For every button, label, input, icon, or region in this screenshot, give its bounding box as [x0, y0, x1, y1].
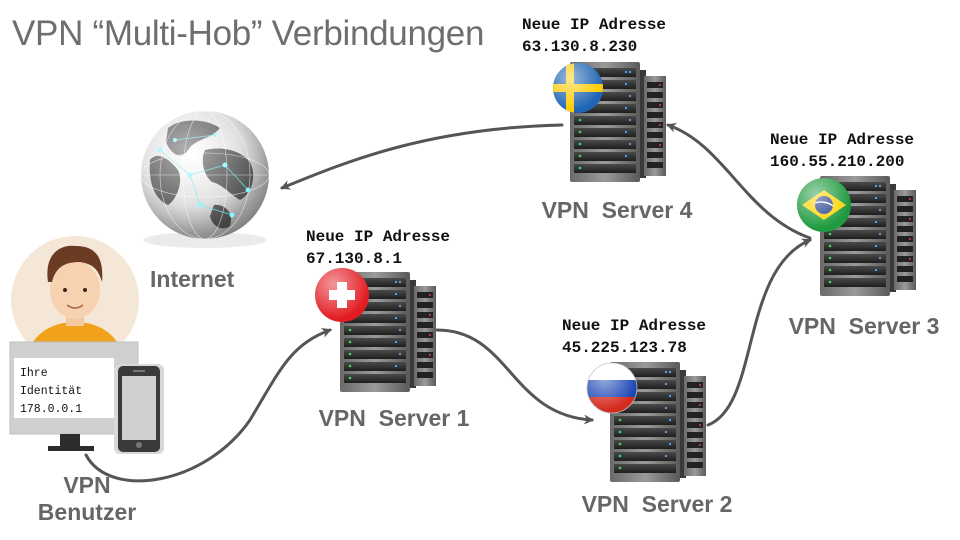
server-2-name: VPN Server 2 [581, 491, 733, 517]
server-2-ip-label: Neue IP Adresse [562, 317, 707, 335]
user-identity-text: Ihre Identität 178.0.0.1 [20, 365, 82, 419]
server-4-name: VPN Server 4 [541, 197, 693, 223]
flag-switzerland-icon [315, 268, 369, 322]
server-4-ip: 63.130.8.230 [522, 38, 638, 56]
server-4-ip-label: Neue IP Adresse [522, 16, 667, 34]
smartphone-icon [114, 364, 164, 454]
internet-label: Internet [150, 266, 235, 292]
server-1-ip-label: Neue IP Adresse [306, 228, 451, 246]
server-1-ip-block: Neue IP Adresse 67.130.8.1 [306, 226, 450, 270]
server-2-ip-block: Neue IP Adresse 45.225.123.78 [562, 315, 706, 359]
server-1-name: VPN Server 1 [318, 405, 470, 431]
arrow-server3-to-server4 [666, 122, 812, 240]
arrow-server2-to-server3 [706, 238, 812, 427]
server-2-ip: 45.225.123.78 [562, 339, 687, 357]
arrow-server1-to-server2 [435, 328, 594, 425]
flag-sweden-icon [553, 63, 603, 113]
flag-brazil-icon [797, 178, 851, 232]
server-3-ip: 160.55.210.200 [770, 153, 905, 171]
server-4-ip-block: Neue IP Adresse 63.130.8.230 [522, 14, 666, 58]
flag-russia-icon [586, 362, 638, 414]
user-avatar [11, 236, 139, 364]
server-3-ip-label: Neue IP Adresse [770, 131, 915, 149]
user-label-line-2: Benutzer [37, 499, 137, 525]
identity-ip: 178.0.0.1 [20, 403, 83, 416]
server-3-ip-block: Neue IP Adresse 160.55.210.200 [770, 129, 914, 173]
server-3-name: VPN Server 3 [788, 313, 940, 339]
arrow-user-to-server1 [84, 328, 332, 483]
server-1-ip: 67.130.8.1 [306, 250, 403, 268]
globe-icon [140, 110, 270, 248]
page-title: VPN “Multi-Hob” Verbindungen [12, 14, 485, 53]
identity-line-1: Ihre [20, 367, 48, 380]
connection-arrows [84, 122, 812, 483]
user-label-line-1: VPN [63, 472, 111, 498]
identity-line-2: Identität [20, 385, 83, 398]
arrow-server4-to-internet [280, 123, 564, 190]
